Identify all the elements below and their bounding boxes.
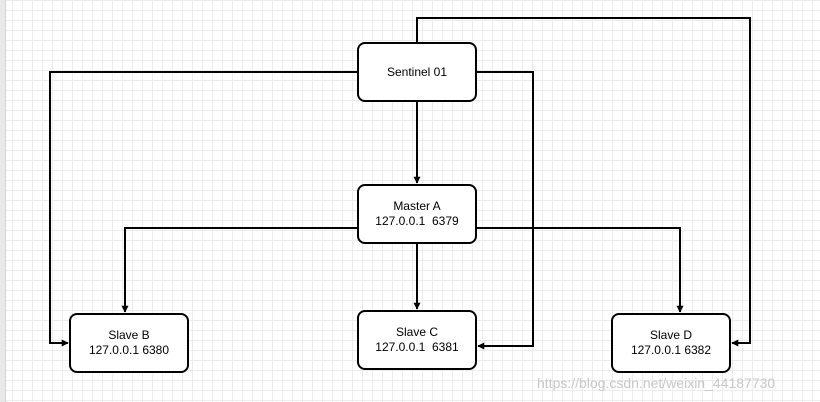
edge-sentinel-to-slave-b bbox=[49, 71, 357, 347]
node-title: Master A bbox=[393, 199, 441, 213]
slave-d-node[interactable]: Slave D 127.0.0.1 6382 bbox=[611, 313, 731, 373]
node-address: 127.0.0.1 6381 bbox=[375, 340, 459, 354]
slave-c-node[interactable]: Slave C 127.0.0.1 6381 bbox=[357, 310, 477, 370]
slave-b-node[interactable]: Slave B 127.0.0.1 6380 bbox=[69, 313, 189, 373]
edge-master-to-slave-d bbox=[477, 227, 684, 313]
watermark-text: https://blog.csdn.net/weixin_44187730 bbox=[537, 375, 776, 391]
edge-master-to-slave-b bbox=[121, 227, 357, 313]
node-title: Slave D bbox=[649, 328, 693, 342]
edge-sentinel-to-slave-d bbox=[416, 17, 751, 347]
node-title: Sentinel 01 bbox=[386, 64, 448, 79]
node-address: 127.0.0.1 6380 bbox=[88, 343, 170, 357]
master-a-node[interactable]: Master A 127.0.0.1 6379 bbox=[357, 184, 477, 244]
canvas-left-edge bbox=[0, 0, 6, 402]
edge-sentinel-to-slave-c bbox=[477, 71, 534, 350]
node-title: Slave C bbox=[395, 325, 439, 339]
node-title: Slave B bbox=[108, 328, 150, 342]
node-address: 127.0.0.1 6382 bbox=[630, 343, 712, 357]
sentinel-01-node[interactable]: Sentinel 01 bbox=[357, 42, 477, 102]
node-address: 127.0.0.1 6379 bbox=[375, 214, 459, 228]
